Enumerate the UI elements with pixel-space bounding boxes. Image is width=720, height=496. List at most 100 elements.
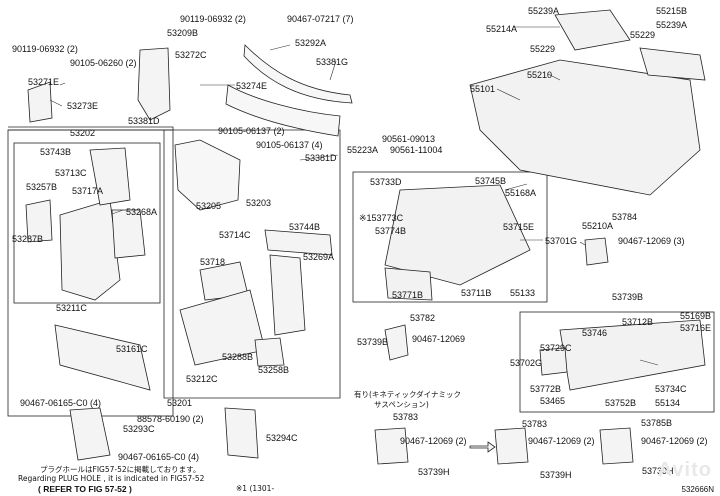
part-53784 [584,237,609,266]
part-53258b [254,337,285,367]
label-55215b: 55215B [656,6,688,16]
label-53287b: 53287B [12,234,44,244]
part-53268a [111,209,146,259]
label-53274e: 53274E [236,81,268,91]
label-55133: 55133 [510,288,536,298]
part-53293c [69,407,111,461]
part-53294c [224,407,259,459]
label-53718: 53718 [200,257,226,267]
label-53269a: 53269A [303,252,335,262]
label-53774b: 53774B [375,226,407,236]
label-53739b-a: 53739B [612,292,644,302]
label-53712b: 53712B [622,317,654,327]
part-53729c [539,347,568,376]
label-90467-07217: 90467-07217 (7) [287,14,354,24]
part-53717a [59,199,121,301]
note-suspension-line1: 有り(キネティックダイナミック [354,390,462,399]
frame-53702g [519,311,715,413]
label-53203: 53203 [246,198,272,208]
part-53161c [54,324,151,391]
note-refer-fig: ( REFER TO FIG 57-52 ) [38,484,132,494]
label-53381d-a: 53381D [128,116,160,126]
label-55169b: 55169B [680,311,712,321]
label-53745b: 53745B [475,176,507,186]
part-53257b [25,199,53,243]
label-53785b: 53785B [641,418,673,428]
label-53715e: 53715E [503,222,535,232]
arrow-right [469,441,496,453]
label-53782: 53782 [410,313,436,323]
label-53288b: 53288B [222,352,254,362]
label-53713c: 53713C [55,168,87,178]
label-53733d: 53733D [370,177,402,187]
label-53268a: 53268A [126,207,158,217]
part-53771b [384,267,433,301]
part-53785b [599,427,634,465]
label-53716e: 53716E [680,323,712,333]
label-90467-06165-b: 90467-06165-C0 (4) [118,452,200,462]
label-53271e: 53271E [28,77,60,87]
part-53269a [269,254,306,336]
label-90467-12069-e: 90467-12069 (2) [641,436,708,446]
label-53734c: 53734C [655,384,687,394]
part-53271e [27,81,53,123]
label-55239a-a: 55239A [528,6,560,16]
note-plughole-en: Regarding PLUG HOLE , it is indicated in… [18,474,205,483]
frame-53211c-sub [13,142,161,304]
label-53293c: 53293C [123,424,155,434]
label-90467-12069-a: 90467-12069 (3) [618,236,685,246]
label-53739h-a: 53739H [418,467,450,477]
label-90105-06260: 90105-06260 (2) [70,58,137,68]
part-cowl-bracket [174,139,241,211]
label-55134: 55134 [655,398,681,408]
label-53729c: 53729C [540,343,572,353]
label-53381d-b: 53381D [305,153,337,163]
label-53752b: 53752B [605,398,637,408]
label-53211c: 53211C [56,303,87,313]
label-53294c: 53294C [266,433,298,443]
part-53783-b [494,427,529,465]
label-90119-06932-b: 90119-06932 (2) [180,14,246,24]
label-53717a: 53717A [72,186,104,196]
label-53209b: 53209B [167,28,199,38]
label-53771b: 53771B [392,290,424,300]
label-53702g: 53702G [510,358,543,368]
note-plughole-jp: プラグホールはFIG57-52に掲載しております。 [40,465,201,474]
label-55210: 55210 [527,70,553,80]
label-55101: 55101 [470,84,496,94]
label-55210a: 55210A [582,221,614,231]
label-90467-12069-d: 90467-12069 (2) [528,436,595,446]
label-53714c: 53714C [219,230,251,240]
label-53292a: 53292A [295,38,327,48]
note-suspension-line2: サスペンション) [374,400,429,409]
label-90105-06137-b: 90105-06137 (4) [256,140,323,150]
label-90467-06165-a: 90467-06165-C0 (4) [20,398,102,408]
part-cowl-top-panel [243,44,353,104]
label-53772b: 53772B [530,384,562,394]
label-90119-06932-a: 90119-06932 (2) [12,44,78,54]
label-55168a: 55168A [505,188,537,198]
label-90105-06137-a: 90105-06137 (2) [218,126,285,136]
label-90467-12069-b: 90467-12069 [412,334,466,344]
part-53783-a [374,427,409,465]
label-53381g: 53381G [316,57,349,67]
label-88578-60190: 88578-60190 (2) [137,414,204,424]
label-53783-b: 53783 [522,419,548,429]
label-53272c: 53272C [175,50,207,60]
label-53744b: 53744B [289,222,321,232]
label-90561-09013: 90561-09013 [382,134,436,144]
label-55223a: 55223A [347,145,379,155]
label-90467-12069-c: 90467-12069 (2) [400,436,467,446]
label-53465: 53465 [540,396,566,406]
note-footnote: ※1 (1301- [236,484,275,493]
frame-53203 [163,129,341,399]
label-53784: 53784 [612,212,638,222]
label-53273e: 53273E [67,101,99,111]
part-53782 [384,324,409,361]
label-53202: 53202 [70,128,96,138]
part-53701g-panel [384,184,531,286]
frame-53701g [352,171,548,303]
label-55214a: 55214A [486,24,518,34]
diagram-code: 532666N [681,485,714,494]
